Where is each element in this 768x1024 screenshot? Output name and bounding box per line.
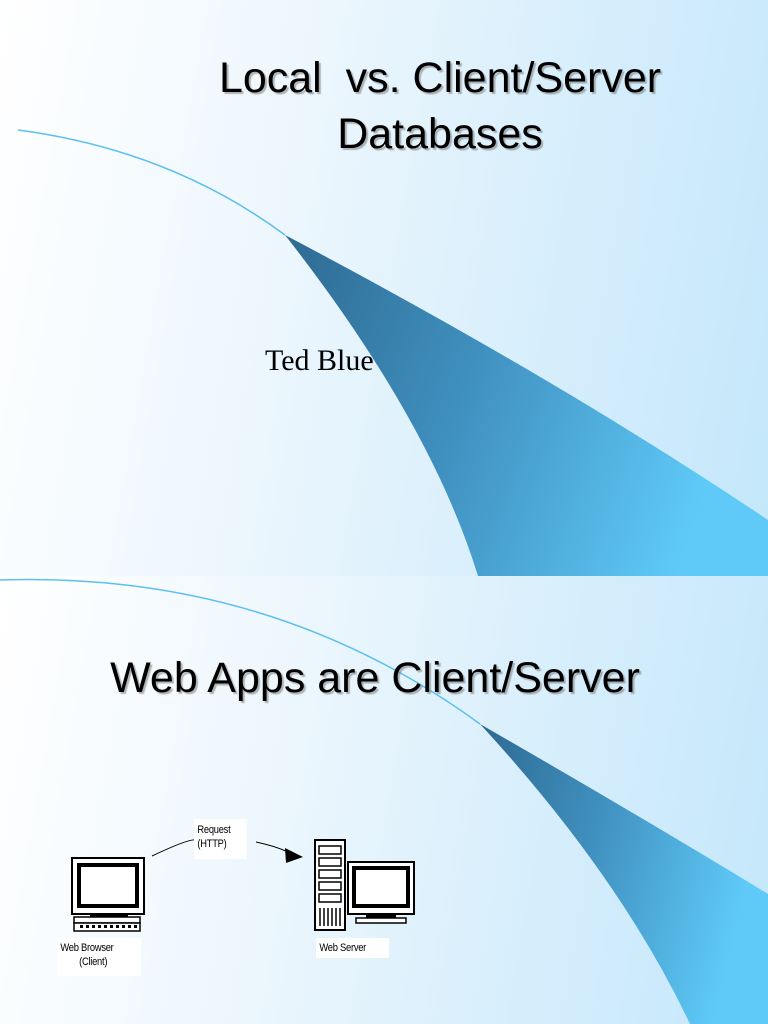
server-tower-icon (314, 839, 346, 931)
request-label: Request (HTTP) (194, 819, 247, 859)
slide-title: Local vs. Client/Server Databases (120, 50, 760, 162)
slide-title: Web Apps are Client/Server (110, 654, 640, 702)
server-monitor-icon (347, 861, 415, 924)
author-name: Ted Blue (265, 344, 374, 377)
request-arc (151, 839, 197, 857)
title-line-1: Local vs. Client/Server (218, 54, 662, 102)
client-computer-icon (71, 857, 145, 932)
arc-line (17, 129, 286, 236)
swoosh-shape (480, 724, 768, 1024)
request-arc (255, 841, 289, 853)
web-server-label: Web Server (316, 938, 390, 958)
slide-1: Local vs. Client/Server Databases Ted Bl… (0, 0, 768, 576)
arrow-head-icon (285, 848, 303, 863)
client-server-diagram (71, 839, 415, 932)
slide-2: Web Apps are Client/Server (0, 576, 768, 1024)
request-label-line-2: (HTTP) (197, 838, 227, 850)
title-line-2: Databases (337, 110, 543, 158)
web-browser-label: Web Browser (Client) (57, 938, 142, 976)
slide-background-swoosh (17, 129, 768, 576)
swoosh-shape (285, 235, 768, 576)
request-label-line-1: Request (197, 824, 231, 836)
slide-background-swoosh (0, 578, 768, 1024)
web-server-label-text: Web Server (319, 942, 367, 954)
web-browser-label-line-1: Web Browser (60, 942, 114, 954)
web-browser-label-line-2: (Client) (79, 956, 108, 968)
arc-line (0, 578, 481, 725)
